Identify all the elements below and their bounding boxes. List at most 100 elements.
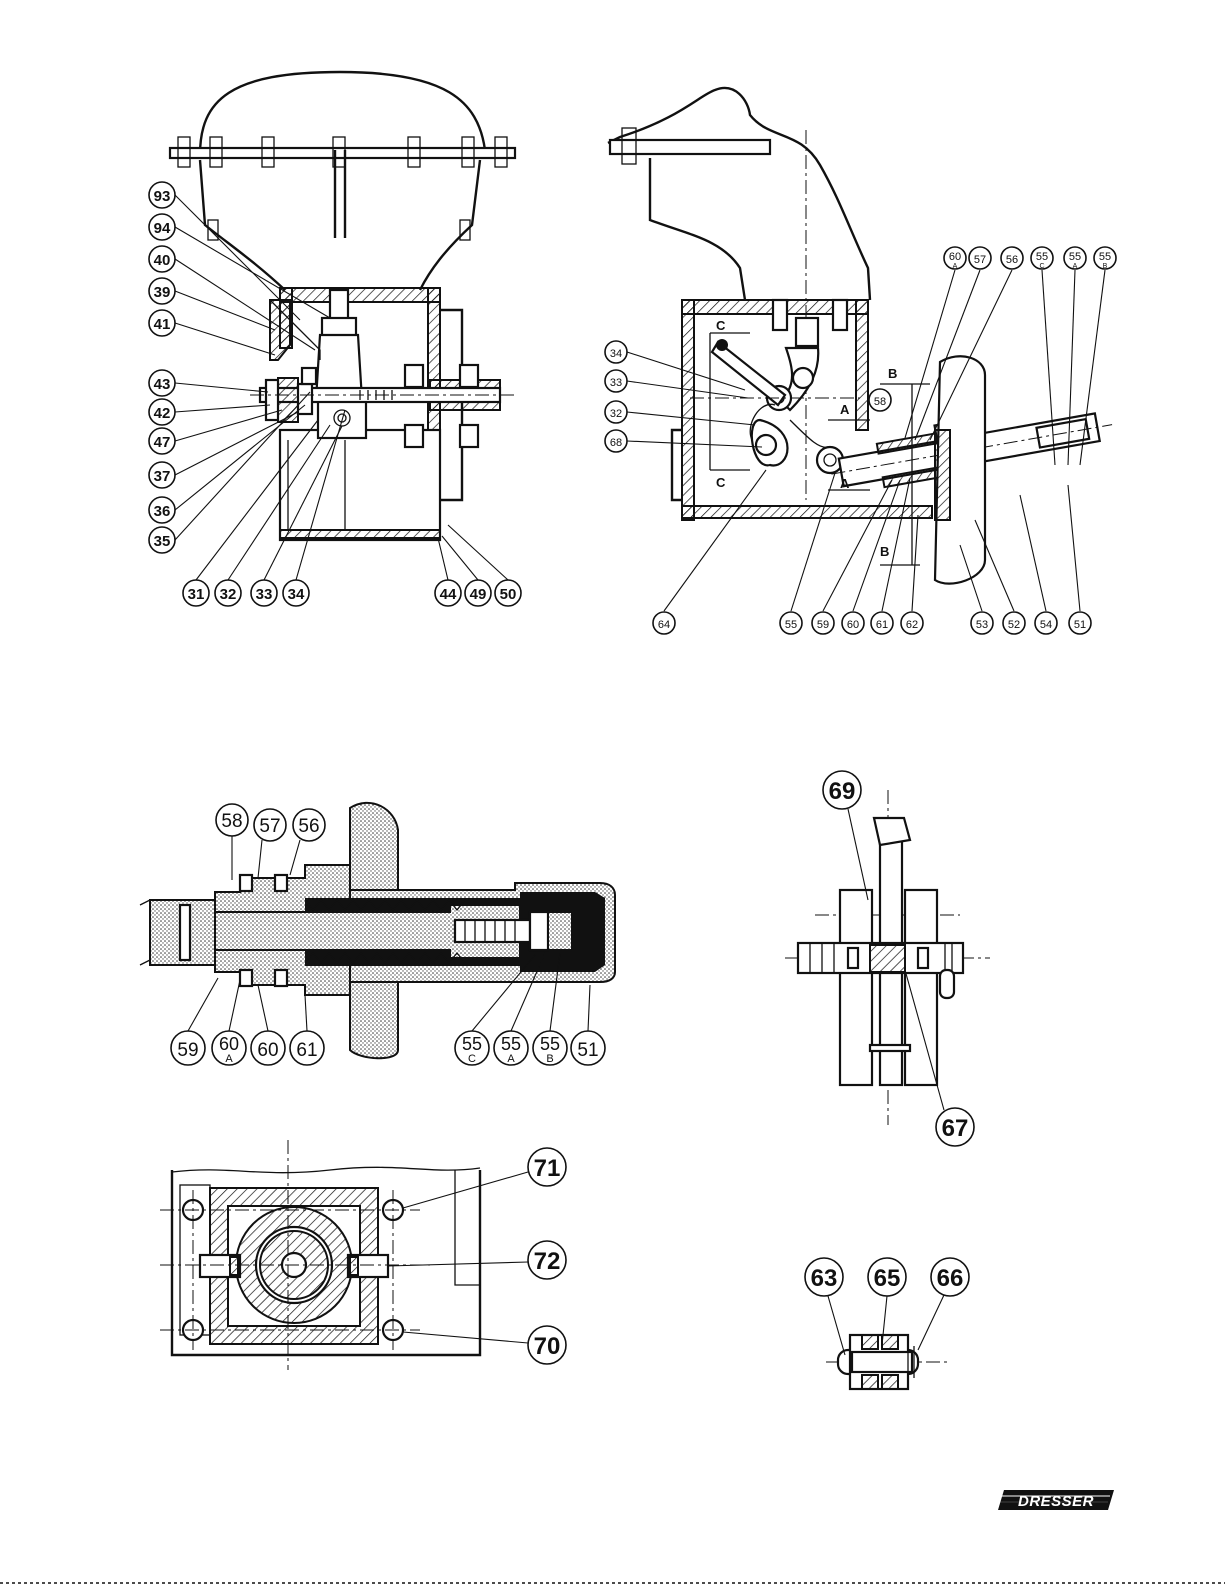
callout-56: 56 xyxy=(1001,247,1023,269)
callout-70: 70 xyxy=(528,1326,566,1364)
svg-text:33: 33 xyxy=(610,377,622,389)
svg-text:C: C xyxy=(716,318,726,333)
svg-text:58: 58 xyxy=(874,396,886,408)
callout-56-mid: 56 xyxy=(293,809,325,841)
svg-text:A: A xyxy=(953,263,958,270)
callout-42: 42 xyxy=(149,399,175,425)
svg-text:C: C xyxy=(1039,263,1044,270)
callout-37: 37 xyxy=(149,462,175,488)
callout-57-mid: 57 xyxy=(254,809,286,841)
svg-text:66: 66 xyxy=(937,1265,964,1292)
svg-text:51: 51 xyxy=(1074,619,1086,631)
svg-text:55: 55 xyxy=(1036,251,1048,263)
yoke-cross-section-view xyxy=(160,1140,480,1370)
callout-41: 41 xyxy=(149,310,175,336)
callout-63: 63 xyxy=(805,1258,843,1296)
callout-93: 93 xyxy=(149,182,175,208)
callout-55c: 55C xyxy=(1031,247,1053,270)
svg-text:32: 32 xyxy=(610,408,622,420)
svg-text:49: 49 xyxy=(470,586,487,603)
leaders-bottom-left xyxy=(388,1172,528,1343)
callout-39: 39 xyxy=(149,278,175,304)
svg-text:56: 56 xyxy=(298,816,319,837)
svg-text:34: 34 xyxy=(288,586,305,603)
callout-67: 67 xyxy=(936,1108,974,1146)
svg-text:C: C xyxy=(716,475,726,490)
callout-53-bottom: 53 xyxy=(971,612,993,634)
callout-44: 44 xyxy=(435,580,461,606)
svg-text:A: A xyxy=(840,402,850,417)
dresser-logo: DRESSER xyxy=(998,1488,1116,1512)
svg-text:42: 42 xyxy=(154,405,171,422)
svg-text:69: 69 xyxy=(829,778,856,805)
svg-text:35: 35 xyxy=(154,533,171,550)
callout-54-bottom: 54 xyxy=(1035,612,1057,634)
callout-71: 71 xyxy=(528,1148,566,1186)
svg-text:55: 55 xyxy=(462,1034,482,1054)
callout-69: 69 xyxy=(823,771,861,809)
callout-31: 31 xyxy=(183,580,209,606)
svg-text:41: 41 xyxy=(154,316,171,333)
callout-55-bottom: 55 xyxy=(780,612,802,634)
svg-text:70: 70 xyxy=(534,1333,561,1360)
svg-text:71: 71 xyxy=(534,1155,561,1182)
actuator-front-section-view xyxy=(170,72,515,540)
callout-61-bottom: 61 xyxy=(871,612,893,634)
svg-text:58: 58 xyxy=(221,811,242,832)
callout-49: 49 xyxy=(465,580,491,606)
callout-55b-mid: 55B xyxy=(533,1031,567,1065)
shaft-bushing-section-view xyxy=(140,803,615,1058)
svg-text:57: 57 xyxy=(974,254,986,266)
callouts-bottom-left: 71 72 70 xyxy=(528,1148,566,1364)
callout-33: 33 xyxy=(251,580,277,606)
svg-text:61: 61 xyxy=(876,619,888,631)
callout-59-mid: 59 xyxy=(171,1031,205,1065)
svg-text:39: 39 xyxy=(154,284,171,301)
svg-text:31: 31 xyxy=(188,586,205,603)
callout-60-bottom: 60 xyxy=(842,612,864,634)
callout-43: 43 xyxy=(149,370,175,396)
callout-55a-mid: 55A xyxy=(494,1031,528,1065)
svg-text:40: 40 xyxy=(154,252,171,269)
svg-text:50: 50 xyxy=(500,586,517,603)
callout-32-right: 32 xyxy=(605,401,627,423)
svg-text:A: A xyxy=(840,476,850,491)
callout-94: 94 xyxy=(149,214,175,240)
svg-text:63: 63 xyxy=(811,1265,838,1292)
callout-35: 35 xyxy=(149,527,175,553)
svg-text:A: A xyxy=(507,1053,515,1065)
callout-57: 57 xyxy=(969,247,991,269)
svg-text:43: 43 xyxy=(154,376,171,393)
svg-text:34: 34 xyxy=(610,348,622,360)
callout-61-mid: 61 xyxy=(290,1031,324,1065)
svg-text:72: 72 xyxy=(534,1248,561,1275)
callout-66: 66 xyxy=(931,1258,969,1296)
svg-text:60: 60 xyxy=(847,619,859,631)
lever-clamp-view xyxy=(785,790,990,1125)
callout-51-mid: 51 xyxy=(571,1031,605,1065)
callout-34-right: 34 xyxy=(605,341,627,363)
callout-34: 34 xyxy=(283,580,309,606)
svg-text:52: 52 xyxy=(1008,619,1020,631)
svg-text:62: 62 xyxy=(906,619,918,631)
callout-60-mid: 60 xyxy=(251,1031,285,1065)
svg-text:57: 57 xyxy=(259,816,280,837)
callout-52-bottom: 52 xyxy=(1003,612,1025,634)
callout-55a: 55A xyxy=(1064,247,1086,270)
callout-36: 36 xyxy=(149,497,175,523)
svg-text:55: 55 xyxy=(1069,251,1081,263)
svg-text:67: 67 xyxy=(942,1115,969,1142)
svg-text:56: 56 xyxy=(1006,254,1018,266)
callout-50: 50 xyxy=(495,580,521,606)
svg-text:55: 55 xyxy=(501,1034,521,1054)
callouts-bottom-right: 63 65 66 xyxy=(805,1258,969,1296)
svg-text:60: 60 xyxy=(257,1040,278,1061)
callout-40: 40 xyxy=(149,246,175,272)
svg-text:55: 55 xyxy=(540,1034,560,1054)
svg-text:37: 37 xyxy=(154,468,171,485)
svg-text:A: A xyxy=(225,1053,233,1065)
svg-text:B: B xyxy=(546,1053,553,1065)
callout-47: 47 xyxy=(149,428,175,454)
svg-text:36: 36 xyxy=(154,503,171,520)
